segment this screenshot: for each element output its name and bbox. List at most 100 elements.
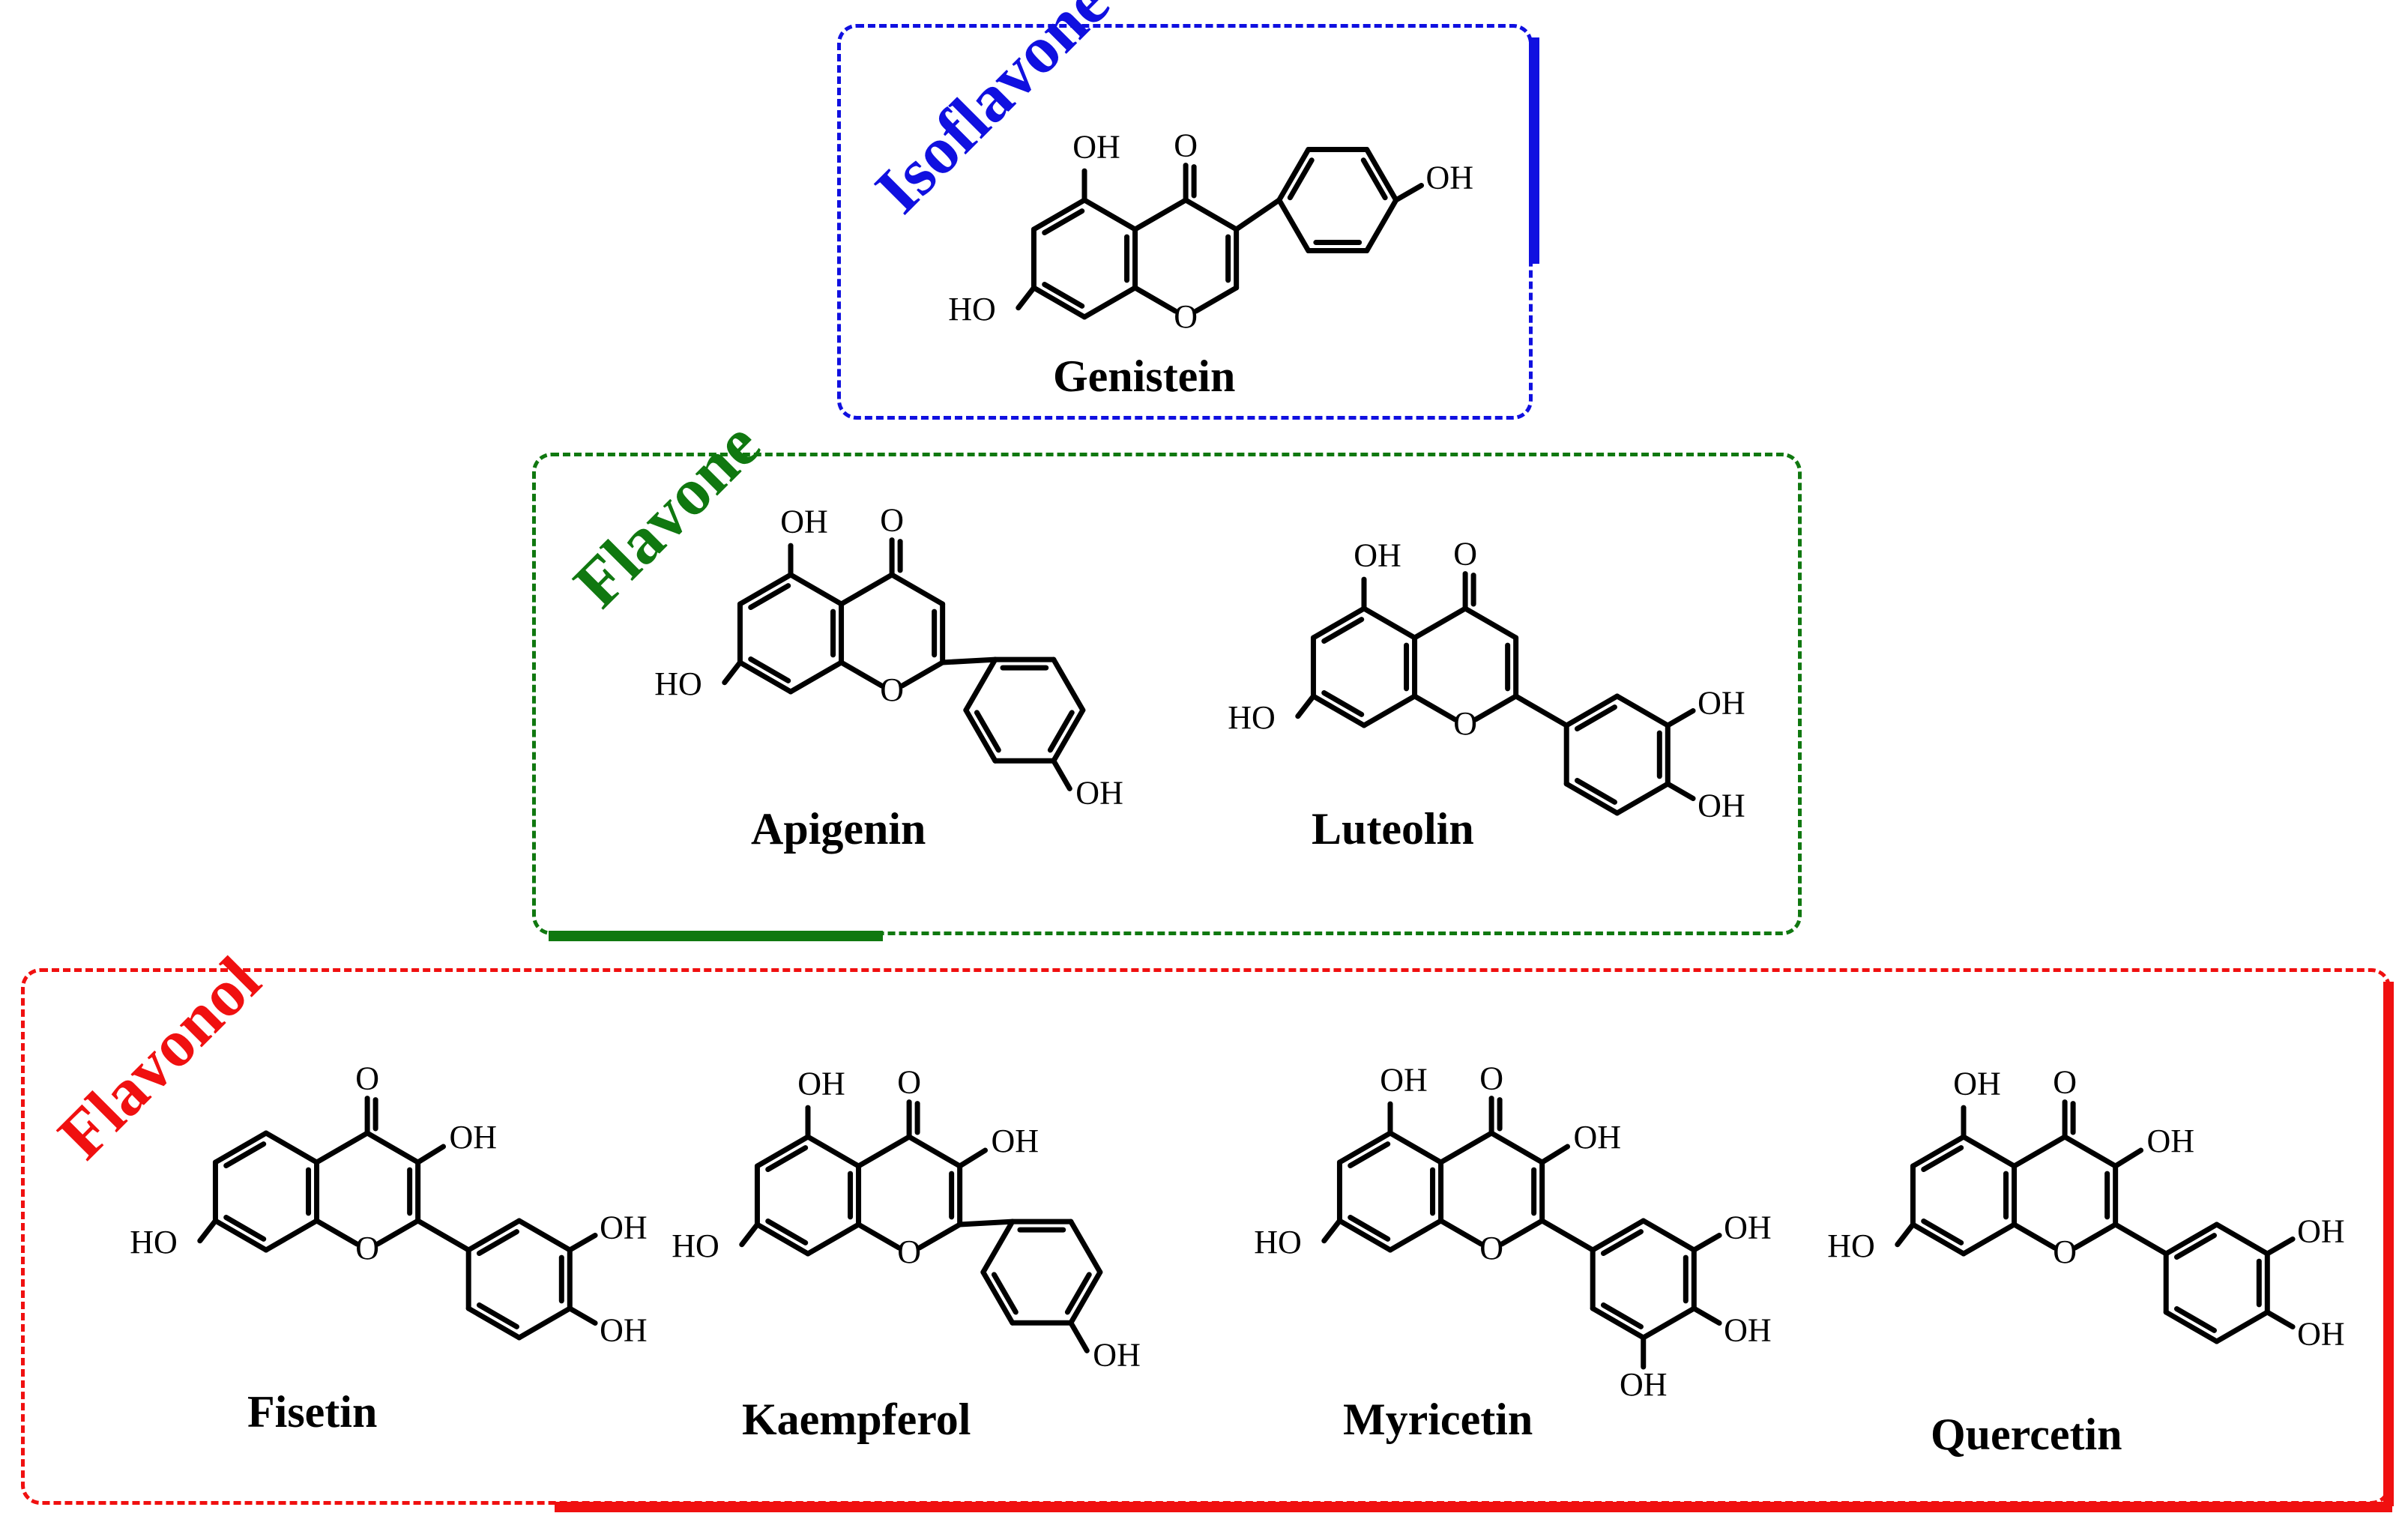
bond	[516, 1218, 573, 1253]
double-bond-inner	[1921, 1219, 1964, 1245]
double-bond-inner	[1047, 710, 1075, 753]
bond	[1276, 197, 1312, 254]
bond	[567, 1305, 598, 1326]
bond	[1387, 1130, 1444, 1165]
carbonyl-oxygen-label: O	[897, 1064, 921, 1101]
double-bond-inner	[223, 1141, 267, 1168]
double-bond-inner	[476, 1229, 519, 1256]
double-bond-inner	[1600, 1229, 1644, 1256]
bond	[805, 1222, 862, 1257]
bond	[957, 1219, 1016, 1227]
bond	[1412, 606, 1468, 641]
compound-name-fisetin: Fisetin	[247, 1387, 378, 1437]
bond	[1393, 183, 1425, 203]
flavone-panel	[532, 453, 1802, 935]
bond	[1462, 606, 1519, 641]
compound-name-myricetin: Myricetin	[1343, 1395, 1533, 1444]
carbonyl-oxygen-label: O	[1453, 536, 1477, 573]
bond	[1031, 197, 1087, 232]
bond	[263, 1218, 320, 1253]
hydroxyl-3-label: OH	[1574, 1119, 1622, 1156]
hydroxyl-3-label: OH	[2147, 1123, 2195, 1159]
bond	[1438, 1130, 1494, 1165]
bond	[737, 659, 794, 695]
bond	[2163, 1309, 2220, 1344]
double-bond-inner	[1321, 617, 1365, 644]
hydroxyl-4prime-label: OH	[1075, 774, 1123, 811]
hydroxyl-3prime-label: OH	[2297, 1213, 2345, 1250]
double-bond-inner	[1064, 1272, 1092, 1315]
hydroxyl-5-label: OH	[780, 503, 828, 540]
bond	[1016, 285, 1036, 311]
double-bond-inner	[1321, 690, 1365, 717]
hydroxyl-5prime-label: OH	[1620, 1366, 1668, 1403]
hydroxyl-4prime-label: OH	[2297, 1316, 2345, 1353]
bond	[567, 1233, 598, 1253]
hydroxyl-7-label: HO	[948, 291, 996, 327]
bond	[739, 1222, 760, 1248]
bond	[1665, 708, 1696, 728]
bond	[1051, 656, 1086, 713]
bond	[2012, 1134, 2068, 1169]
bond	[415, 1144, 447, 1165]
bond	[839, 572, 895, 607]
double-bond-inner	[1574, 704, 1617, 731]
bond	[2072, 1222, 2119, 1251]
bond	[212, 1218, 269, 1253]
bond	[1031, 285, 1087, 320]
bond	[2264, 1236, 2296, 1257]
bond	[212, 1130, 269, 1165]
bond	[2214, 1222, 2270, 1257]
bond	[1276, 146, 1312, 203]
bond	[314, 1218, 360, 1247]
bond	[1488, 1130, 1545, 1165]
hydroxyl-3-label: OH	[992, 1123, 1039, 1159]
bond	[1910, 1222, 1967, 1257]
bond	[1336, 1218, 1393, 1253]
bond	[737, 572, 794, 607]
flavonol-accent-bar-bottom	[555, 1502, 2392, 1512]
carbonyl-oxygen-label: O	[355, 1060, 379, 1097]
double-bond-inner	[748, 583, 791, 610]
bond	[1539, 1144, 1571, 1165]
bond	[1590, 1305, 1647, 1341]
bond	[1691, 1233, 1722, 1253]
bond	[263, 1130, 320, 1165]
hydroxyl-4prime-label: OH	[1698, 788, 1745, 824]
bond	[415, 1218, 471, 1253]
bond	[2214, 1309, 2270, 1344]
bond	[1563, 693, 1620, 728]
bond	[1641, 1218, 1697, 1253]
bond	[1539, 1218, 1596, 1253]
bond	[1691, 1305, 1722, 1326]
bond	[754, 1134, 811, 1169]
compound-name-luteolin: Luteolin	[1312, 804, 1474, 854]
double-bond-inner	[1042, 282, 1085, 309]
double-bond-inner	[765, 1145, 809, 1172]
bond	[1961, 1222, 2018, 1257]
bond	[1387, 1218, 1444, 1253]
bond	[1513, 693, 1569, 728]
bond	[1641, 1305, 1697, 1341]
bond	[754, 1222, 811, 1257]
ring-oxygen-label: O	[897, 1233, 921, 1270]
bond	[1310, 693, 1367, 728]
compound-name-quercetin: Quercetin	[1931, 1410, 2122, 1459]
flavonol-accent-bar-right	[2383, 982, 2394, 1506]
bond	[957, 1147, 989, 1169]
bond	[2163, 1222, 2220, 1257]
hydroxyl-3prime-label: OH	[600, 1210, 648, 1246]
bond	[375, 1218, 421, 1247]
bond	[1665, 781, 1696, 801]
hydroxyl-4prime-label: OH	[600, 1312, 648, 1349]
bond	[917, 1222, 963, 1251]
hydroxyl-7-label: HO	[1827, 1227, 1875, 1264]
bond	[1895, 1222, 1916, 1248]
ring-oxygen-label: O	[1174, 298, 1198, 335]
double-bond-inner	[991, 1272, 1019, 1315]
bond	[1412, 693, 1458, 722]
